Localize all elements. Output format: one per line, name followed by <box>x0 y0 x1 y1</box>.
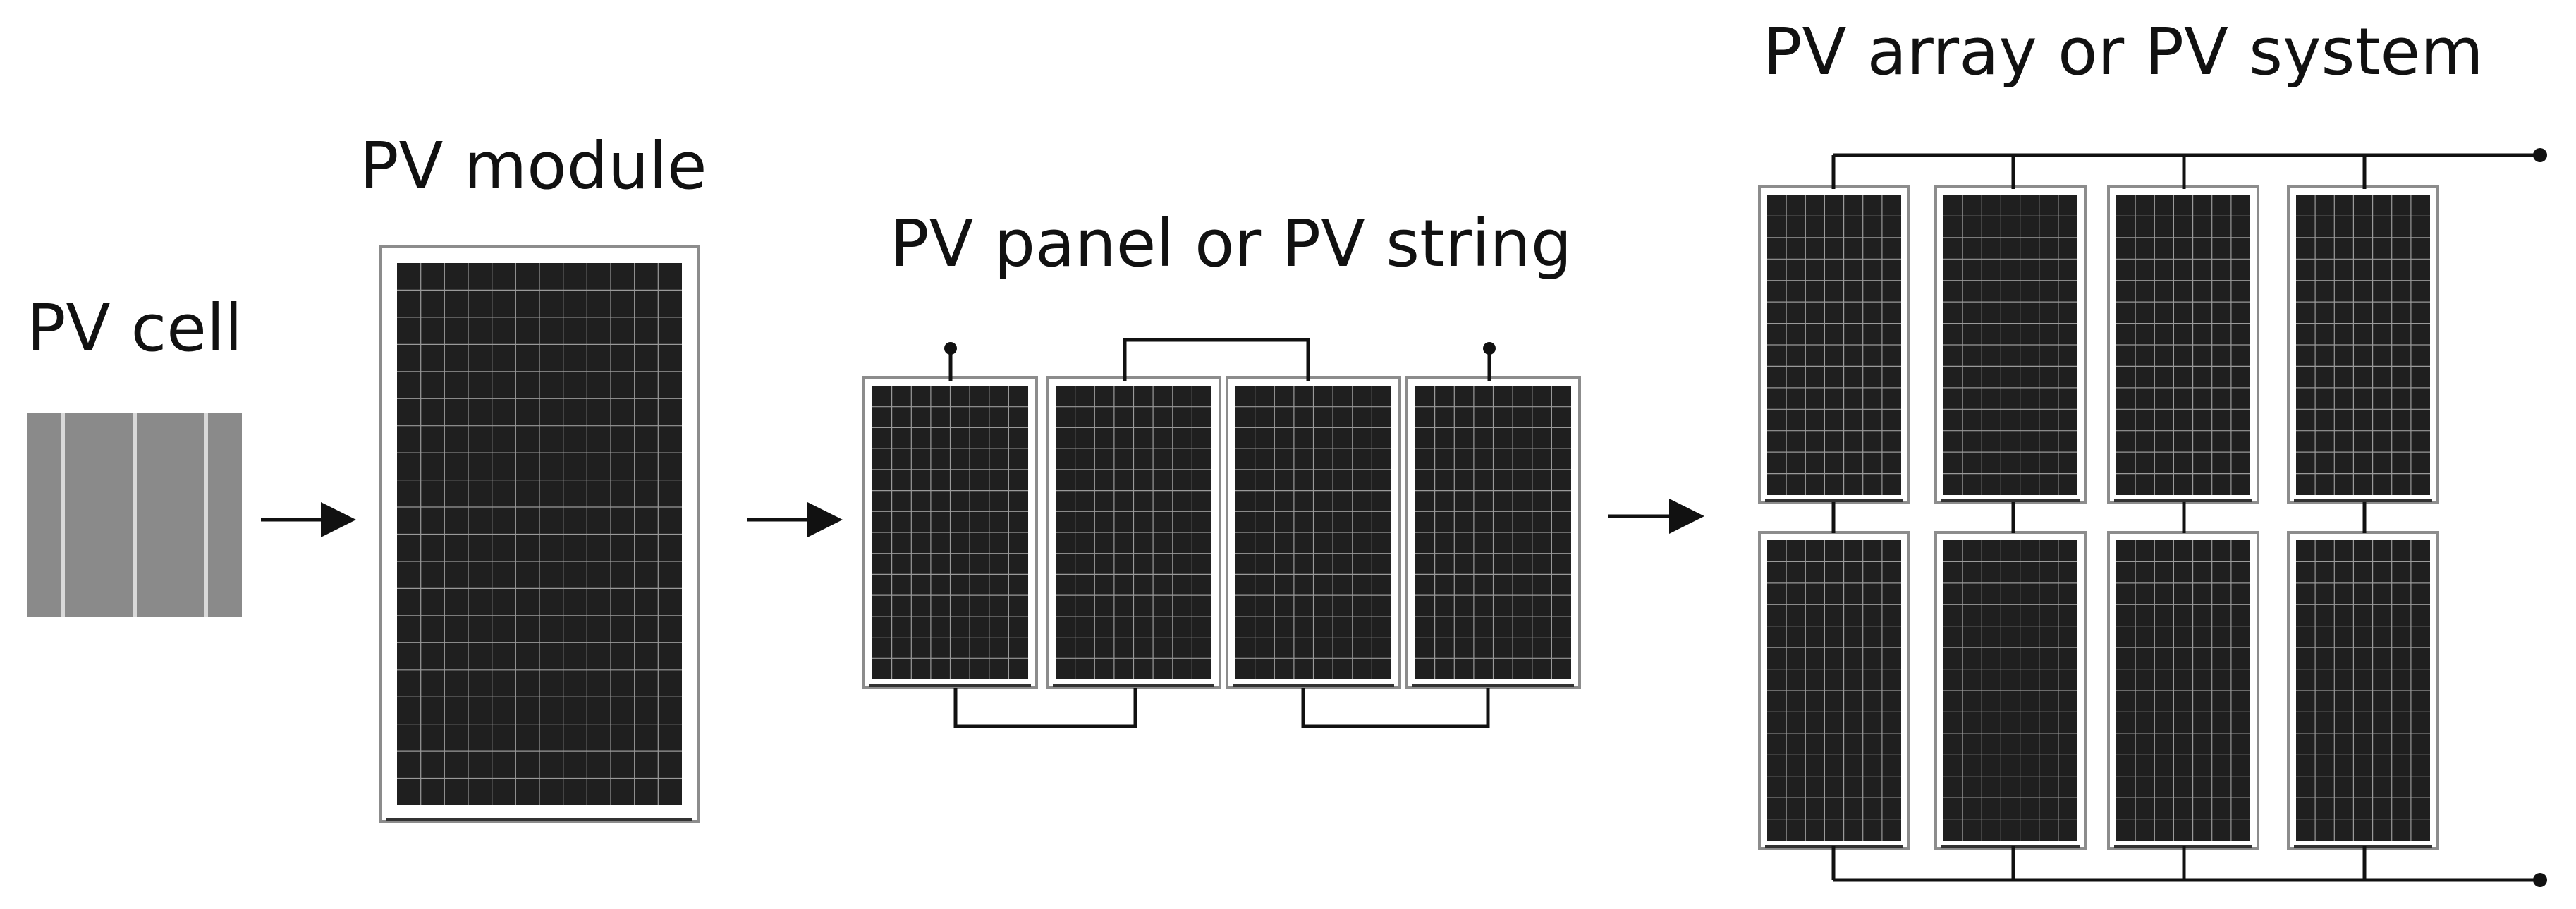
solar-panel <box>2287 531 2439 850</box>
array-terminal-negative <box>2533 873 2547 887</box>
panel-grid <box>397 263 682 805</box>
solar-panel <box>862 376 1038 689</box>
solar-panel <box>1405 376 1581 689</box>
cell-busbar <box>133 413 137 617</box>
solar-panel <box>1758 185 1910 504</box>
panel-grid <box>2116 195 2250 495</box>
string-terminal-negative <box>1483 342 1496 355</box>
pv-module-label: PV module <box>360 128 707 204</box>
pv-string-label: PV panel or PV string <box>890 206 1573 281</box>
panel-grid <box>2116 540 2250 841</box>
string-terminal-positive <box>944 342 957 355</box>
pv-cell <box>27 413 242 617</box>
solar-panel <box>1226 376 1401 689</box>
solar-panel <box>1758 531 1910 850</box>
string-wire-bottom <box>953 688 1137 728</box>
solar-panel <box>1046 376 1221 689</box>
panel-grid <box>1943 195 2077 495</box>
string-wire-top <box>1123 338 1310 381</box>
pv-cell-label: PV cell <box>27 291 243 366</box>
panel-grid <box>2296 540 2430 841</box>
solar-panel <box>379 245 700 823</box>
pv-array-label: PV array or PV system <box>1763 14 2484 90</box>
cell-busbar <box>61 413 65 617</box>
string-wire-bottom <box>1301 688 1490 728</box>
solar-panel <box>1934 185 2087 504</box>
panel-grid <box>1767 540 1901 841</box>
panel-grid <box>1415 386 1571 679</box>
panel-grid <box>872 386 1028 679</box>
panel-grid <box>1943 540 2077 841</box>
solar-panel <box>2107 531 2259 850</box>
panel-grid <box>1767 195 1901 495</box>
pv-string <box>862 376 1581 689</box>
array-terminal-positive <box>2533 148 2547 162</box>
panel-grid <box>1235 386 1391 679</box>
panel-grid <box>2296 195 2430 495</box>
string-wiring <box>948 338 1491 728</box>
array-wiring <box>1831 153 2540 882</box>
pv-module <box>379 245 700 823</box>
pv-array <box>1758 185 2439 850</box>
panel-grid <box>1056 386 1211 679</box>
solar-panel <box>2287 185 2439 504</box>
solar-panel <box>1934 531 2087 850</box>
cell-busbar <box>204 413 208 617</box>
solar-panel <box>2107 185 2259 504</box>
